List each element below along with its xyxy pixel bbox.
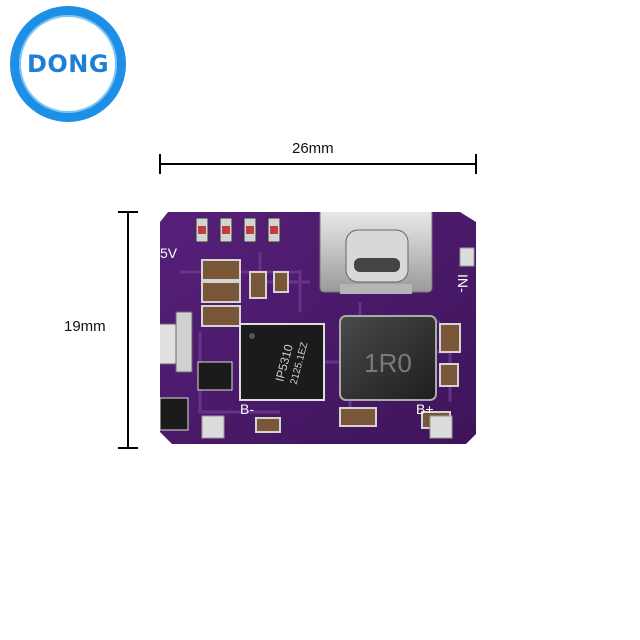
inductor-1r0: 1R0 xyxy=(339,315,437,401)
label-b-minus: B- xyxy=(240,401,254,417)
inductor-marking: 1R0 xyxy=(364,348,412,378)
width-dimension-tick-left xyxy=(159,154,161,174)
label-5v: 5V xyxy=(160,245,178,261)
pcb-board: IP5310 2125.1EZ 1R0 xyxy=(160,212,476,444)
transistor-1 xyxy=(197,361,233,391)
capacitors-left xyxy=(201,259,289,327)
width-dimension-line xyxy=(159,163,477,165)
brand-logo-text: DONG xyxy=(26,50,110,78)
slide-switch xyxy=(160,311,193,373)
height-dimension-tick-top xyxy=(118,211,138,213)
width-dimension-label: 26mm xyxy=(292,140,334,157)
height-dimension-tick-bottom xyxy=(118,447,138,449)
pcb-illustration: IP5310 2125.1EZ 1R0 xyxy=(160,212,476,444)
capacitors-right xyxy=(255,323,461,433)
usb-c-connector xyxy=(319,212,433,294)
transistor-2 xyxy=(160,397,189,431)
mounting-pads xyxy=(201,247,475,439)
brand-logo: DONG xyxy=(10,6,126,122)
height-dimension-line xyxy=(127,211,129,449)
width-dimension-tick-right xyxy=(475,154,477,174)
height-dimension-label: 19mm xyxy=(64,318,106,335)
label-b-plus: B+ xyxy=(416,401,434,417)
led-pads xyxy=(198,226,278,234)
label-in: IN- xyxy=(455,274,471,293)
ip5310-chip: IP5310 2125.1EZ xyxy=(239,323,325,401)
